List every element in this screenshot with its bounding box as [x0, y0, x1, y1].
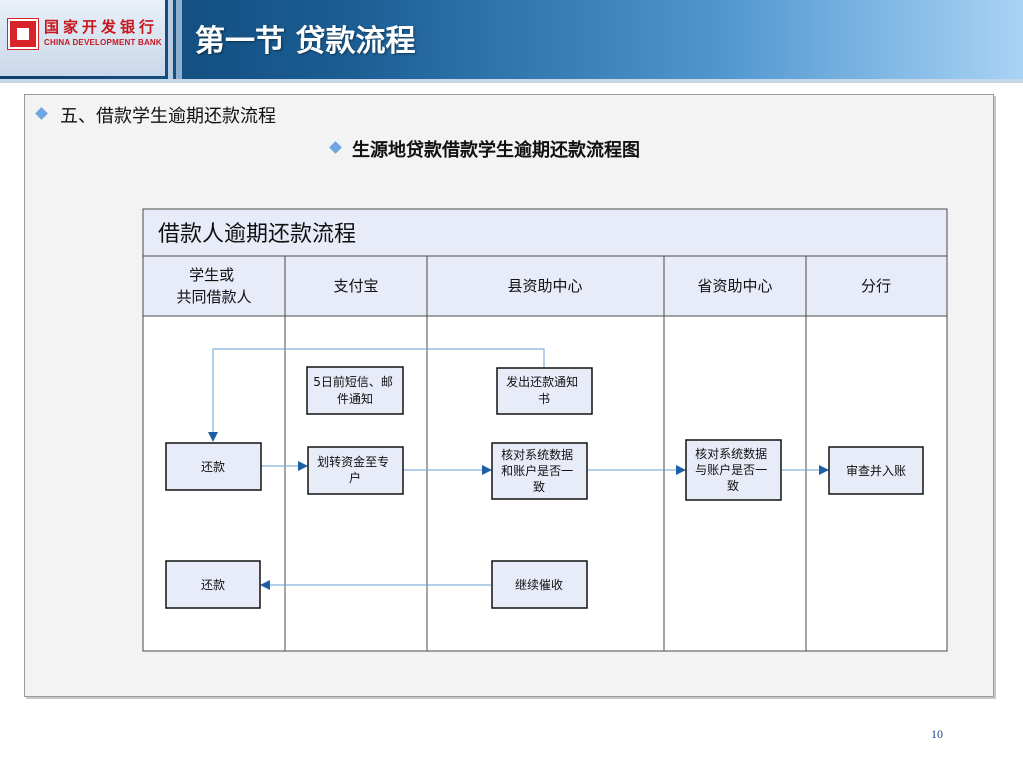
node-text-line: 发出还款通知 [506, 374, 578, 389]
node-continue-collection: 继续催收 [491, 560, 588, 609]
node-text-line: 核对系统数据 [695, 446, 767, 461]
node-text-line: 还款 [201, 460, 225, 474]
bank-name-cn: 国家开发银行 [44, 18, 159, 36]
node-repayment: 还款 [165, 442, 262, 491]
node-sms-email-notice: 5日前短信、邮 件通知 [306, 366, 404, 415]
lane-header-line: 共同借款人 [176, 288, 251, 306]
node-text-line: 5日前短信、邮 [313, 374, 393, 389]
section-heading: 五、借款学生逾期还款流程 [60, 106, 276, 127]
lane-header-line: 省资助中心 [697, 277, 772, 295]
svg-text:继续催收: 继续催收 [515, 578, 563, 592]
svg-text:审查并入账: 审查并入账 [846, 463, 906, 478]
flowchart-title-bar [142, 208, 948, 257]
svg-text:核对系统数据 与账户是否一 致: 核对系统数据 与账户是否一 致 [695, 446, 771, 493]
page-title: 第一节 贷款流程 [195, 24, 416, 59]
node-repayment-after-collection: 还款 [165, 560, 261, 609]
lane-header-row [142, 255, 948, 317]
lane-header-line: 支付宝 [333, 277, 378, 295]
node-text-line: 致 [533, 480, 545, 494]
svg-text:划转资金至专 户: 划转资金至专 户 [317, 454, 393, 485]
node-text-line: 书 [538, 392, 550, 406]
node-text-line: 致 [727, 479, 739, 493]
node-transfer-funds: 划转资金至专 户 [307, 446, 404, 495]
header-divider [168, 0, 173, 80]
header-underline [0, 79, 1023, 83]
node-issue-repayment-notice: 发出还款通知 书 [496, 367, 593, 415]
lane-header-line: 学生或 [189, 266, 234, 284]
node-county-verify-data: 核对系统数据 和账户是否一 致 [491, 442, 588, 500]
node-text-line: 审查并入账 [846, 463, 906, 478]
connector-notice-to-repay [208, 348, 545, 442]
bank-logo: 国家开发银行 CHINA DEVELOPMENT BANK [0, 0, 165, 76]
header-divider-accent [176, 0, 182, 80]
node-text-line: 和账户是否一 [501, 463, 573, 478]
node-province-verify-data: 核对系统数据 与账户是否一 致 [685, 439, 782, 501]
node-text-line: 件通知 [337, 392, 373, 406]
lane-header-branch: 分行 [861, 277, 891, 295]
lane-header-province-center: 省资助中心 [697, 277, 772, 295]
svg-text:核对系统数据 和账户是否一 致: 核对系统数据 和账户是否一 致 [501, 447, 577, 494]
node-review-and-post: 审查并入账 [828, 446, 924, 495]
page-number: 10 [931, 727, 943, 741]
lane-header-student: 学生或 共同借款人 [176, 266, 251, 306]
svg-text:还款: 还款 [201, 460, 225, 474]
svg-text:5日前短信、邮 件通知: 5日前短信、邮 件通知 [313, 374, 396, 406]
bank-name-en: CHINA DEVELOPMENT BANK [44, 38, 162, 47]
flowchart-title: 借款人逾期还款流程 [158, 222, 356, 247]
node-text-line: 继续催收 [515, 578, 563, 592]
node-text-line: 核对系统数据 [501, 447, 573, 462]
diagram-title: 生源地贷款借款学生逾期还款流程图 [352, 140, 640, 161]
svg-text:发出还款通知 书: 发出还款通知 书 [506, 374, 582, 406]
node-text-line: 与账户是否一 [695, 462, 767, 477]
node-text-line: 还款 [201, 578, 225, 592]
lane-header-line: 县资助中心 [507, 277, 582, 295]
lane-header-county-center: 县资助中心 [507, 277, 582, 295]
node-text-line: 划转资金至专 [317, 454, 389, 469]
svg-text:还款: 还款 [201, 578, 225, 592]
lane-header-line: 分行 [861, 277, 891, 295]
lane-header-alipay: 支付宝 [333, 277, 378, 295]
bank-logo-icon [8, 19, 38, 49]
node-text-line: 户 [349, 470, 361, 485]
